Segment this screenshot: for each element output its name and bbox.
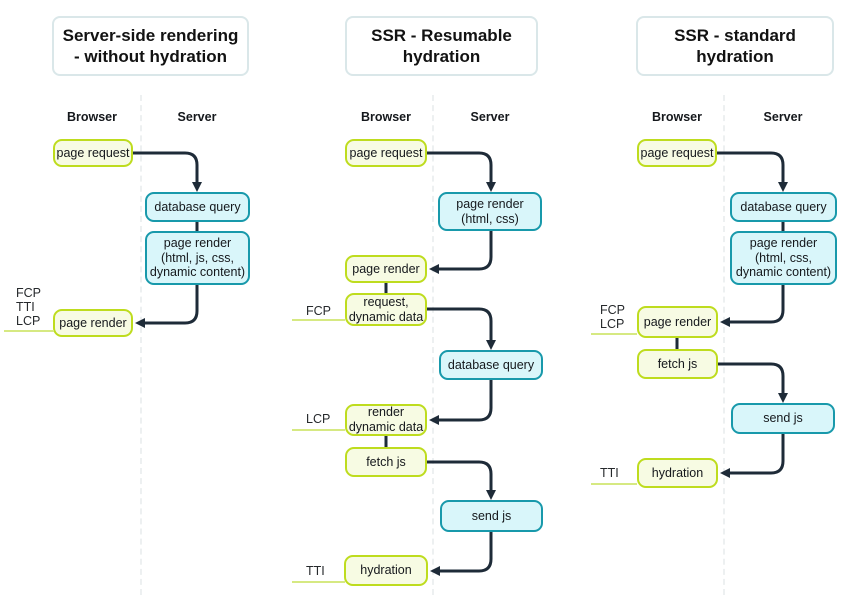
node-send-js: send js bbox=[440, 500, 543, 532]
metric-label-tti: TTI bbox=[600, 466, 619, 480]
column-title-no-hydration: Server-side rendering - without hydratio… bbox=[52, 16, 249, 76]
arrow-c3-page-request-to-database-query bbox=[717, 151, 788, 192]
lane-label-browser: Browser bbox=[651, 110, 703, 124]
arrow-c3-fetch-js-to-send-js bbox=[718, 362, 788, 403]
metric-underline bbox=[292, 319, 345, 321]
arrow-c2-fetch-js-to-send-js bbox=[427, 460, 496, 500]
node-page-request: page request bbox=[345, 139, 427, 167]
node-request-dynamic-data: request, dynamic data bbox=[345, 293, 427, 326]
column-title-standard-hydration: SSR - standard hydration bbox=[636, 16, 834, 76]
arrow-c1-page-request-to-database-query bbox=[133, 151, 202, 192]
node-database-query: database query bbox=[439, 350, 543, 380]
node-page-render-browser: page render bbox=[345, 255, 427, 283]
metric-underline bbox=[292, 581, 345, 583]
lane-label-browser: Browser bbox=[360, 110, 412, 124]
arrow-c2-page-request-to-page-render bbox=[427, 151, 496, 192]
metric-underline bbox=[4, 330, 54, 332]
node-page-render-server: page render (html, js, css, dynamic cont… bbox=[145, 231, 250, 285]
arrow-c1-page-render-server-to-browser bbox=[135, 285, 199, 328]
node-send-js: send js bbox=[731, 403, 835, 434]
lane-label-browser: Browser bbox=[66, 110, 118, 124]
lane-divider bbox=[140, 95, 142, 595]
node-page-request: page request bbox=[53, 139, 133, 167]
metric-label-fcp: FCP bbox=[306, 304, 331, 318]
lane-label-server: Server bbox=[177, 110, 217, 124]
node-page-render-server: page render (html, css, dynamic content) bbox=[730, 231, 837, 285]
node-render-dynamic-data: render dynamic data bbox=[345, 404, 427, 436]
metric-underline bbox=[591, 483, 637, 485]
lane-divider bbox=[432, 95, 434, 595]
arrow-c2-send-js-to-hydration bbox=[430, 532, 493, 576]
lane-label-server: Server bbox=[763, 110, 803, 124]
metric-label-lcp: LCP bbox=[306, 412, 331, 426]
metric-label-fcp-lcp: FCP LCP bbox=[600, 303, 625, 331]
lane-divider bbox=[723, 95, 725, 595]
node-hydration: hydration bbox=[344, 555, 428, 586]
metric-label-tti: TTI bbox=[306, 564, 325, 578]
node-page-render-browser: page render bbox=[637, 306, 718, 338]
metric-label-fcp-tti-lcp: FCP TTI LCP bbox=[16, 286, 41, 328]
node-hydration: hydration bbox=[637, 458, 718, 488]
arrow-c2-page-render-server-to-browser bbox=[429, 231, 493, 274]
node-fetch-js: fetch js bbox=[345, 447, 427, 477]
arrow-c2-database-query-to-render-dynamic-data bbox=[429, 380, 493, 425]
lane-label-server: Server bbox=[470, 110, 510, 124]
node-database-query: database query bbox=[145, 192, 250, 222]
node-page-request: page request bbox=[637, 139, 717, 167]
node-page-render-browser: page render bbox=[53, 309, 133, 337]
metric-underline bbox=[292, 429, 345, 431]
arrow-c3-page-render-server-to-browser bbox=[720, 285, 785, 327]
node-page-render-server: page render (html, css) bbox=[438, 192, 542, 231]
node-fetch-js: fetch js bbox=[637, 349, 718, 379]
arrow-c3-send-js-to-hydration bbox=[720, 434, 785, 478]
node-database-query: database query bbox=[730, 192, 837, 222]
arrow-c2-request-dynamic-data-to-database-query bbox=[427, 307, 496, 350]
metric-underline bbox=[591, 333, 637, 335]
column-title-resumable-hydration: SSR - Resumable hydration bbox=[345, 16, 538, 76]
